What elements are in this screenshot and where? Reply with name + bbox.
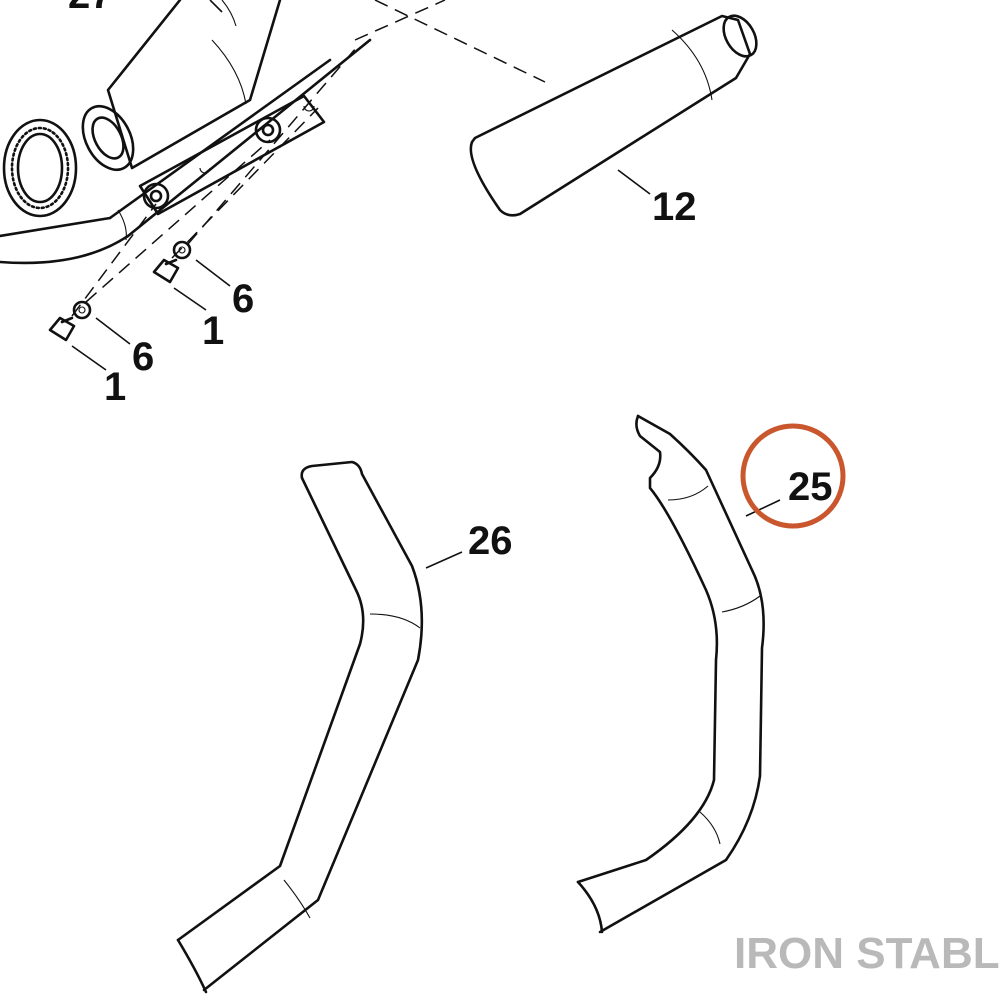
- callout-6-lower: 6: [132, 335, 154, 379]
- highlight-circle: [740, 423, 846, 529]
- callout-25: 25: [788, 465, 833, 509]
- watermark-text: IRON STABLE: [734, 929, 1000, 978]
- bolt-and-washer-set-a: [48, 300, 92, 342]
- part-25-header-pipe: [576, 414, 765, 934]
- clamp-ring: [2, 118, 78, 218]
- callout-1-lower: 1: [104, 365, 126, 409]
- leader-lines: [71, 0, 781, 569]
- alignment-lines: [71, 0, 546, 317]
- part-27-muffler-assembly: [0, 0, 372, 265]
- part-12-heat-shield: [469, 14, 758, 217]
- callout-26: 26: [468, 519, 513, 563]
- callout-6-upper: 6: [232, 277, 254, 321]
- callout-1-upper: 1: [202, 309, 224, 353]
- part-26-header-pipe: [176, 460, 424, 994]
- callout-27: 27: [68, 0, 113, 17]
- bolt-and-washer-set-b: [152, 240, 192, 284]
- callout-12: 12: [652, 185, 697, 229]
